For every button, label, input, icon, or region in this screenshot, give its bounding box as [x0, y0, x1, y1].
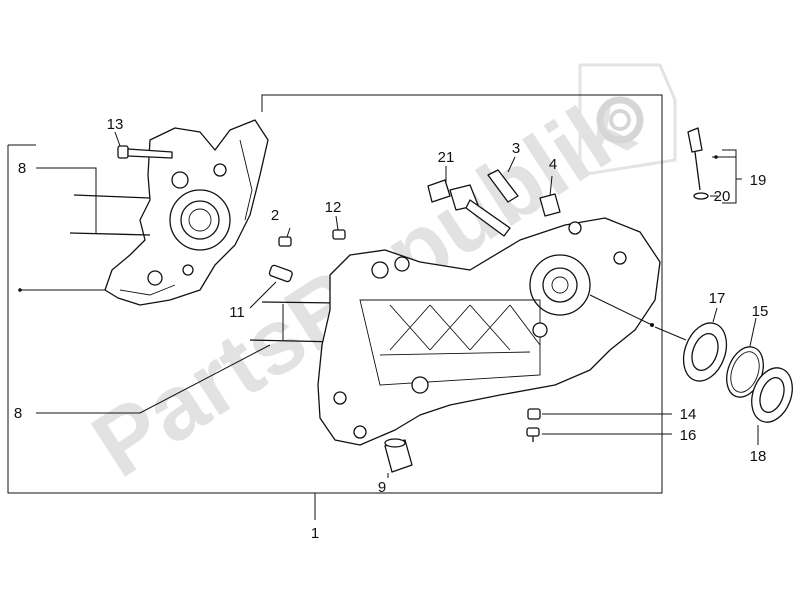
part-16-screw	[526, 427, 672, 442]
part-17-bearing	[654, 307, 728, 382]
callout-8-lower: 8	[14, 405, 22, 422]
callout-11: 11	[229, 304, 245, 321]
part-13-screw	[114, 131, 173, 159]
callout-8-upper: 8	[18, 160, 26, 177]
part-19-20-dipstick	[687, 127, 742, 204]
callout-14: 14	[680, 406, 697, 423]
callout-13: 13	[107, 116, 124, 133]
callout-18: 18	[750, 448, 767, 465]
callout-20: 20	[714, 188, 731, 205]
part-14-plug	[527, 408, 672, 420]
part-9-bushing	[384, 438, 413, 478]
callout-19: 19	[750, 172, 767, 189]
callout-9: 9	[378, 479, 386, 496]
callout-21: 21	[438, 149, 455, 166]
callout-12: 12	[325, 199, 342, 216]
part-3-bushing	[487, 156, 519, 203]
main-crankcase	[317, 217, 661, 446]
part-4-seal	[539, 175, 561, 217]
part-8-studs-lower	[36, 301, 341, 414]
part-21-drive-shaft	[427, 166, 511, 237]
assembly-frame	[7, 94, 663, 520]
callout-2: 2	[271, 207, 279, 224]
part-8-studs-upper	[18, 167, 151, 292]
callout-3: 3	[512, 140, 520, 157]
callout-16: 16	[680, 427, 697, 444]
callout-17: 17	[709, 290, 726, 307]
callout-4: 4	[549, 156, 557, 173]
part-2-dowel-pin	[278, 227, 292, 247]
left-crankcase-half	[104, 119, 269, 306]
callout-labels: 1 2 3 4 8 8 9 11 12 13 14 15 16 17 18 19…	[14, 116, 769, 542]
watermark-gear-icon	[578, 63, 677, 177]
callout-15: 15	[752, 303, 769, 320]
callout-1: 1	[311, 525, 319, 542]
part-18-oil-seal	[751, 367, 793, 445]
part-11-bushing	[249, 264, 293, 309]
part-12-dowel-pin	[332, 215, 346, 240]
